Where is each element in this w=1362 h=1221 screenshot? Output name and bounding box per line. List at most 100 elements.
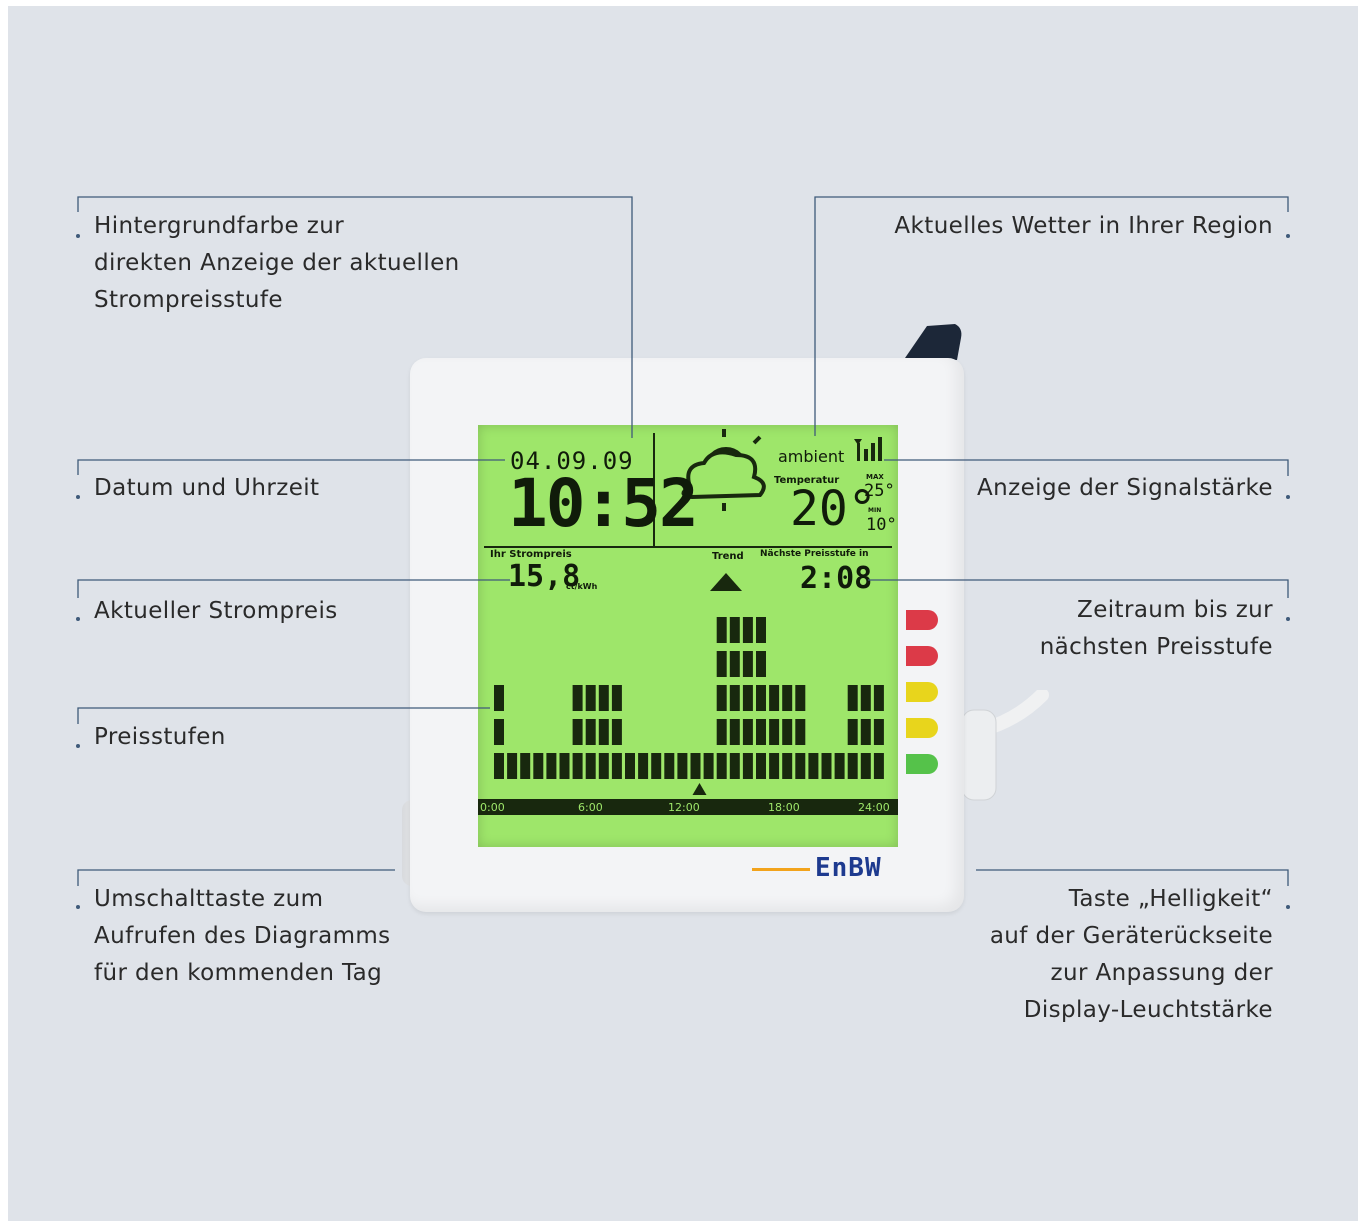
bar-segment bbox=[756, 685, 766, 711]
bar-segment bbox=[494, 685, 504, 711]
axis-tick-2: 12:00 bbox=[668, 801, 700, 814]
lcd-brand: ambient bbox=[778, 447, 845, 466]
lcd-price-label: Ihr Strompreis bbox=[490, 549, 572, 560]
bar-segment bbox=[742, 719, 753, 745]
bar-segment bbox=[795, 685, 806, 711]
bar-segment bbox=[742, 651, 753, 677]
lcd-trend-label: Trend bbox=[712, 551, 744, 562]
power-cable bbox=[962, 690, 1049, 801]
lcd-date: 04.09.09 bbox=[510, 447, 634, 475]
led-yellow-1 bbox=[906, 682, 938, 702]
bar-segment bbox=[690, 753, 701, 779]
bar-segment bbox=[795, 753, 806, 779]
label-background-color: Hintergrundfarbe zur direkten Anzeige de… bbox=[94, 213, 460, 313]
signal-icon bbox=[854, 437, 882, 461]
bar-segment bbox=[860, 685, 871, 711]
bar-segment bbox=[782, 685, 793, 711]
bar-segment bbox=[873, 753, 884, 779]
bar-segment bbox=[494, 753, 504, 779]
lcd-max-label: MAX bbox=[866, 473, 884, 481]
lcd-temperature: 20° bbox=[790, 481, 877, 537]
bar-segment bbox=[703, 753, 714, 779]
lcd-price-value: 15,8 bbox=[508, 559, 581, 594]
bar-segment bbox=[860, 719, 871, 745]
bar-segment bbox=[598, 719, 609, 745]
label-current-price: Aktueller Strompreis bbox=[94, 598, 338, 624]
bar-segment bbox=[546, 753, 557, 779]
enbw-logo: EnBW bbox=[815, 853, 882, 883]
lcd-next-value: 2:08 bbox=[800, 561, 873, 596]
bar-segment bbox=[598, 685, 609, 711]
antenna bbox=[905, 324, 962, 360]
led-red-1 bbox=[906, 610, 938, 630]
bar-segment bbox=[742, 685, 753, 711]
lcd-graphics bbox=[478, 429, 898, 815]
bar-segment bbox=[585, 753, 596, 779]
bar-segment bbox=[821, 753, 832, 779]
bar-segment bbox=[716, 753, 727, 779]
led-yellow-2 bbox=[906, 718, 938, 738]
lcd-display: 04.09.09 10:52 ambient Temperatur 20° MA… bbox=[478, 425, 898, 847]
bar-segment bbox=[611, 685, 622, 711]
bar-segment bbox=[756, 651, 766, 677]
bar-segment bbox=[572, 719, 583, 745]
bar-segment bbox=[520, 753, 531, 779]
price-level-bars bbox=[494, 617, 884, 779]
lcd-next-label: Nächste Preisstufe in bbox=[760, 549, 869, 559]
bar-segment bbox=[742, 617, 753, 643]
label-signal: Anzeige der Signalstärke bbox=[977, 475, 1273, 501]
led-red-2 bbox=[906, 646, 938, 666]
bar-segment bbox=[847, 753, 858, 779]
axis-tick-4: 24:00 bbox=[858, 801, 890, 814]
bar-segment bbox=[716, 617, 727, 643]
bar-segment bbox=[782, 753, 793, 779]
led-green bbox=[906, 754, 938, 774]
bar-segment bbox=[729, 651, 740, 677]
bar-segment bbox=[729, 753, 740, 779]
label-date-time: Datum und Uhrzeit bbox=[94, 475, 320, 501]
bar-segment bbox=[638, 753, 649, 779]
bar-segment bbox=[664, 753, 675, 779]
bar-segment bbox=[860, 753, 871, 779]
bar-segment bbox=[611, 719, 622, 745]
bar-segment bbox=[585, 685, 596, 711]
bar-segment bbox=[651, 753, 662, 779]
bar-segment bbox=[729, 685, 740, 711]
bar-segment bbox=[769, 753, 780, 779]
bar-segment bbox=[873, 719, 884, 745]
bar-segment bbox=[873, 685, 884, 711]
bar-segment bbox=[769, 719, 780, 745]
bar-segment bbox=[716, 651, 727, 677]
bar-segment bbox=[598, 753, 609, 779]
bar-segment bbox=[834, 753, 845, 779]
bar-segment bbox=[847, 719, 858, 745]
bar-segment bbox=[742, 753, 753, 779]
trend-arrow-icon bbox=[710, 573, 742, 591]
bar-segment bbox=[769, 685, 780, 711]
label-brightness-button: Taste „Helligkeit“ auf der Geräterücksei… bbox=[989, 886, 1273, 1023]
bar-segment bbox=[559, 753, 570, 779]
lcd-price-unit: ct/kWh bbox=[566, 582, 598, 591]
label-toggle-button: Umschalttaste zum Aufrufen des Diagramms… bbox=[94, 886, 391, 986]
bar-segment bbox=[808, 753, 819, 779]
bar-segment bbox=[611, 753, 622, 779]
label-weather: Aktuelles Wetter in Ihrer Region bbox=[894, 213, 1273, 239]
lcd-max-temp: 25° bbox=[864, 481, 895, 501]
bar-segment bbox=[585, 719, 596, 745]
bar-segment bbox=[729, 719, 740, 745]
bar-segment bbox=[716, 685, 727, 711]
label-time-to-next: Zeitraum bis zur nächsten Preisstufe bbox=[1039, 597, 1273, 660]
bar-segment bbox=[756, 719, 766, 745]
bar-segment bbox=[572, 753, 583, 779]
bar-segment bbox=[756, 753, 766, 779]
lcd-min-temp: 10° bbox=[866, 515, 897, 535]
bar-segment bbox=[494, 719, 504, 745]
bar-segment bbox=[795, 719, 806, 745]
bar-segment bbox=[625, 753, 635, 779]
bar-segment bbox=[677, 753, 688, 779]
axis-tick-0: 0:00 bbox=[480, 801, 505, 814]
weather-icon bbox=[681, 429, 766, 511]
bar-segment bbox=[756, 617, 766, 643]
bar-segment bbox=[533, 753, 544, 779]
